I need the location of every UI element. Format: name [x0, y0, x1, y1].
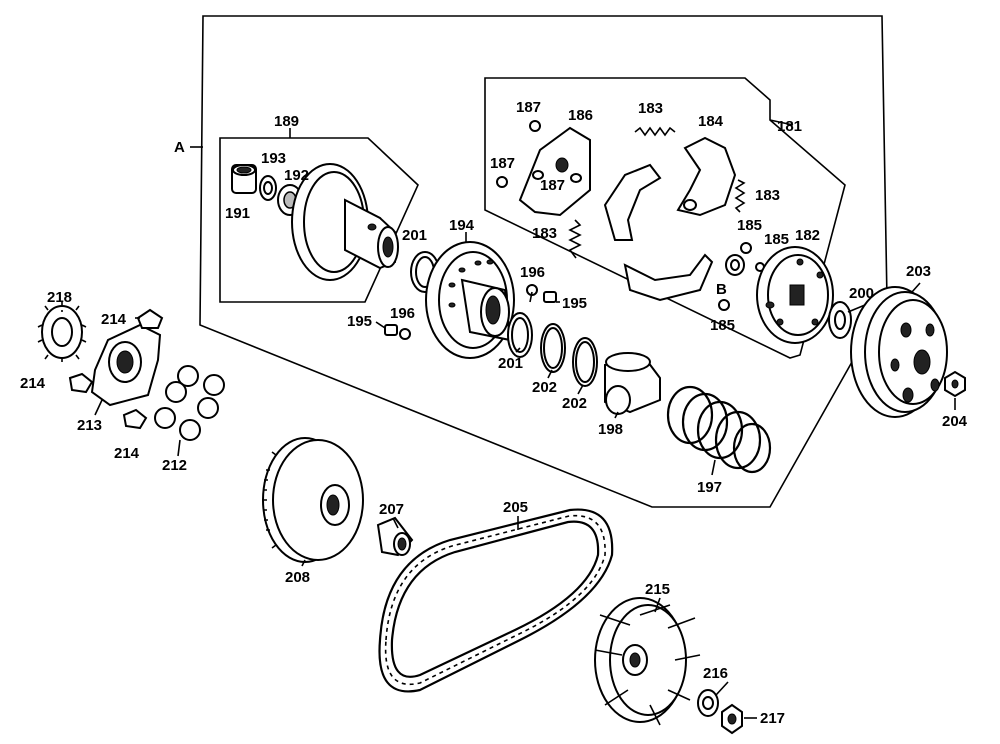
sub-outline-181	[484, 77, 846, 359]
label-207: 207	[379, 501, 404, 518]
label-194: 194	[449, 217, 475, 234]
part-202-o-ring-b	[572, 337, 598, 387]
part-185-washer-a	[740, 242, 752, 254]
part-182-clutch-carrier	[756, 246, 834, 344]
label-181: 181	[777, 118, 802, 135]
part-214-slider-a	[136, 308, 164, 329]
part-189-driven-face	[291, 163, 399, 281]
label-195-upper: 195	[562, 295, 587, 312]
part-187-clip-b	[496, 176, 508, 188]
label-assembly-a: A	[174, 139, 185, 156]
part-198-spring-seat	[604, 352, 661, 415]
label-185-a: 185	[737, 217, 762, 234]
label-214-c: 214	[114, 445, 140, 462]
label-205: 205	[503, 499, 528, 516]
label-204: 204	[942, 413, 968, 430]
label-b: B	[716, 281, 727, 298]
part-194-movable-plate	[425, 241, 515, 359]
label-186: 186	[568, 107, 593, 124]
part-218-gear	[37, 301, 87, 362]
part-184-clutch-shoe-lower	[623, 253, 714, 302]
label-202-b: 202	[562, 395, 587, 412]
label-183-top: 183	[638, 100, 663, 117]
part-203-clutch-bell	[850, 286, 948, 418]
part-207-bushing	[376, 516, 414, 557]
label-198: 198	[598, 421, 623, 438]
label-195-lower: 195	[347, 313, 372, 330]
label-214-a: 214	[101, 311, 127, 328]
label-208: 208	[285, 569, 310, 586]
label-189: 189	[274, 113, 299, 130]
label-187-b: 187	[490, 155, 515, 172]
part-183-spring-right	[734, 179, 746, 213]
label-193: 193	[261, 150, 286, 167]
part-196-pin-lower	[399, 328, 411, 340]
part-184-clutch-shoe-upper	[676, 136, 737, 217]
part-201-ring-lower	[507, 312, 533, 358]
part-212-rollers	[154, 365, 225, 441]
label-200: 200	[849, 285, 874, 302]
assembly-outline-a	[199, 15, 888, 508]
part-183-spring-top	[634, 126, 676, 137]
label-192: 192	[284, 167, 309, 184]
label-185-c: 185	[710, 317, 735, 334]
part-216-washer	[697, 689, 719, 717]
label-213: 213	[77, 417, 102, 434]
label-185-b: 185	[764, 231, 789, 248]
part-204-nut	[944, 370, 966, 398]
label-183-left: 183	[532, 225, 557, 242]
label-201-upper: 201	[402, 227, 427, 244]
leader-lines	[61, 119, 956, 719]
label-183-right: 183	[755, 187, 780, 204]
part-214-slider-b	[68, 372, 94, 394]
label-202-a: 202	[532, 379, 557, 396]
label-182: 182	[795, 227, 820, 244]
part-200-washer	[828, 301, 852, 339]
label-201-lower: 201	[498, 355, 523, 372]
part-197-spring	[666, 385, 772, 474]
part-185-washer-b	[725, 254, 745, 276]
part-195-collar-lower	[384, 324, 398, 336]
part-193-washer	[259, 175, 277, 201]
label-196-lower: 196	[390, 305, 415, 322]
part-195-collar-upper	[543, 291, 557, 303]
label-196-upper: 196	[520, 264, 545, 281]
label-216: 216	[703, 665, 728, 682]
label-212: 212	[162, 457, 187, 474]
part-183-spring-left	[568, 219, 582, 259]
part-205-drive-belt	[378, 508, 614, 693]
part-185-washer-c	[718, 299, 730, 311]
part-184-clutch-shoe-left	[603, 163, 662, 241]
label-203: 203	[906, 263, 931, 280]
label-217: 217	[760, 710, 785, 727]
label-214-b: 214	[20, 375, 46, 392]
part-186-clutch-plate	[518, 126, 591, 217]
label-191: 191	[225, 205, 250, 222]
label-187-c: 187	[540, 177, 565, 194]
label-218: 218	[47, 289, 72, 306]
part-214-slider-c	[122, 408, 148, 430]
label-187-a: 187	[516, 99, 541, 116]
label-215: 215	[645, 581, 670, 598]
part-215-fan-drive-face	[594, 597, 701, 726]
part-208-drive-face	[262, 437, 364, 563]
part-187-clip-a	[529, 120, 541, 132]
label-197: 197	[697, 479, 722, 496]
part-213-ramp-plate	[90, 323, 162, 407]
part-217-nut	[721, 703, 743, 735]
part-191-bearing	[231, 164, 257, 194]
part-202-o-ring-a	[540, 323, 566, 373]
label-184: 184	[698, 113, 724, 130]
